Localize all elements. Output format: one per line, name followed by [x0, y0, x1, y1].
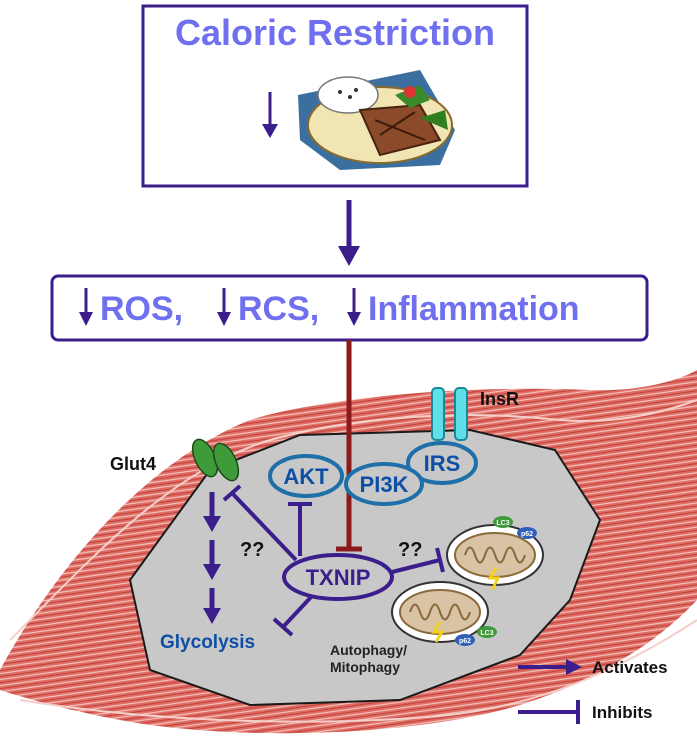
inhibition-line-txnip — [336, 340, 362, 552]
lc3-badge-upper: LC3 — [493, 516, 513, 528]
p62-label: p62 — [459, 638, 471, 645]
lc3-badge-lower: LC3 — [477, 626, 497, 638]
mitochondrion-upper-icon — [446, 524, 544, 591]
legend-activates-label: Activates — [592, 658, 668, 677]
pi3k-node: PI3K — [344, 462, 424, 506]
inhibition-line-akt — [288, 502, 312, 556]
caloric-restriction-box: Caloric Restriction — [141, 4, 529, 188]
txnip-label: TXNIP — [306, 565, 371, 590]
autophagy-label: Autophagy/ — [330, 642, 407, 658]
caloric-restriction-title: Caloric Restriction — [175, 12, 495, 53]
food-plate-icon — [298, 70, 455, 170]
legend-activates: Activates — [518, 658, 668, 677]
txnip-node: TXNIP — [282, 553, 394, 601]
inhibition-line-mitophagy — [391, 547, 445, 574]
activation-arrow-1 — [338, 200, 360, 266]
legend-inhibits: Inhibits — [518, 700, 652, 724]
irs-node: IRS — [406, 441, 478, 485]
decrease-arrow-icon — [347, 288, 361, 326]
inflammation-label: Inflammation — [368, 290, 580, 328]
decrease-arrow-icon — [217, 288, 231, 326]
insulin-receptor-icon — [431, 387, 468, 441]
lc3-label: LC3 — [480, 630, 493, 637]
lc3-label: LC3 — [496, 520, 509, 527]
legend-inhibits-label: Inhibits — [592, 703, 652, 722]
irs-label: IRS — [424, 451, 461, 476]
glut4-label: Glut4 — [110, 454, 156, 474]
p62-badge-upper: p62 — [517, 527, 537, 539]
rcs-label: RCS, — [238, 290, 319, 328]
unknown-mark-left: ?? — [240, 539, 264, 561]
inhibition-line-glut4 — [222, 484, 298, 562]
legend: Activates Inhibits — [518, 658, 668, 724]
p62-badge-lower: p62 — [455, 634, 475, 646]
akt-label: AKT — [283, 464, 329, 489]
unknown-mark-right: ?? — [398, 539, 422, 561]
effects-box: ROS, RCS, Inflammation — [50, 274, 649, 342]
p62-label: p62 — [521, 531, 533, 538]
mitophagy-label: Mitophagy — [330, 659, 400, 675]
glucose-flow-arrows — [203, 492, 221, 624]
akt-node: AKT — [268, 454, 344, 498]
decrease-arrow-icon — [262, 92, 278, 138]
ros-label: ROS, — [100, 290, 183, 328]
glycolysis-label: Glycolysis — [160, 632, 255, 653]
mitochondrion-lower-icon — [391, 581, 489, 643]
insr-label: InsR — [480, 389, 519, 409]
pi3k-label: PI3K — [360, 472, 409, 497]
decrease-arrow-icon — [79, 288, 93, 326]
glut4-icon — [191, 438, 240, 482]
inhibition-line-glycolysis — [272, 594, 314, 637]
